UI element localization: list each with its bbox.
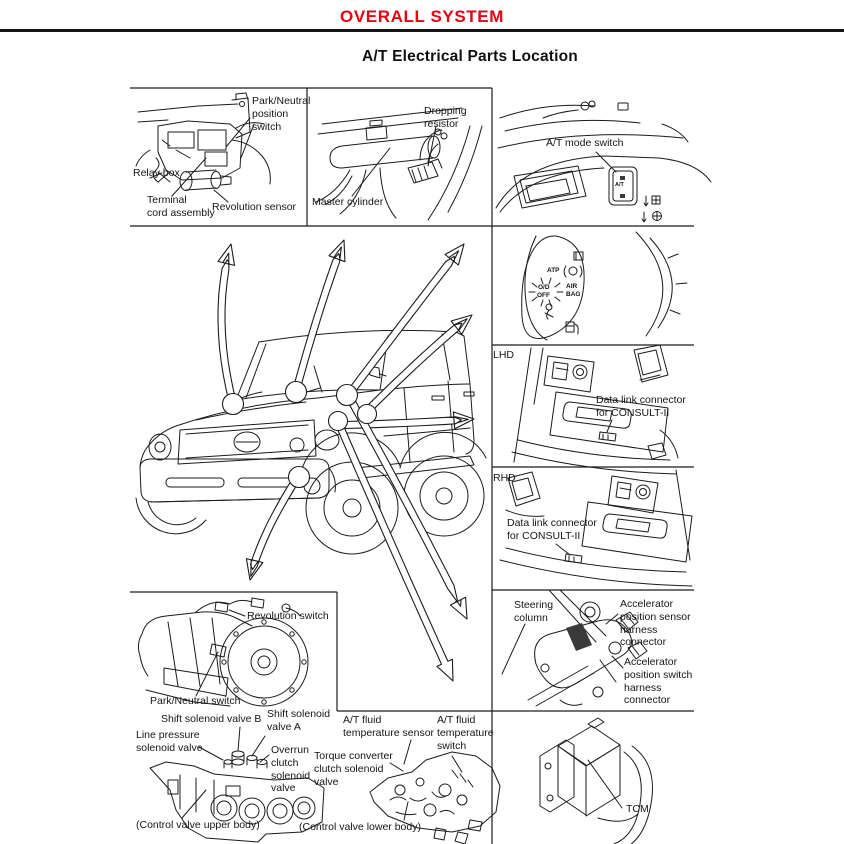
location-arrow [217, 243, 237, 405]
accel-switch-connector [627, 641, 648, 660]
location-arrow [335, 422, 454, 682]
cluster-atp-indicator: ATP [547, 267, 560, 274]
engine-bay-illustration [135, 92, 271, 203]
page-title: A/T Electrical Parts Location [362, 48, 578, 65]
label-revolution-switch: Revolution switch [247, 610, 329, 622]
header-rule [0, 29, 844, 32]
dashboard-illustration [495, 100, 712, 223]
label-dropping-resistor: Dropping resistor [424, 105, 467, 130]
cluster-bag-indicator: BAG [566, 291, 581, 298]
label-tcm: TCM [626, 803, 649, 815]
label-accel-position-switch: Accelerator position switch harness conn… [624, 656, 693, 707]
od-off-burst [528, 277, 564, 307]
car-illustration [135, 329, 487, 555]
rhd-console-illustration [499, 469, 693, 587]
label-rhd-data-link: Data link connector for CONSULT-II [507, 517, 597, 542]
label-control-valve-lower-caption: (Control valve lower body) [299, 821, 421, 833]
at-mode-switch [608, 166, 638, 206]
location-arrow [348, 399, 468, 620]
location-arrow [292, 239, 346, 393]
cluster-air-indicator: AIR [566, 283, 578, 290]
label-torque-converter-solenoid: Torque converter clutch solenoid valve [314, 750, 393, 788]
label-shift-solenoid-b: Shift solenoid valve B [161, 713, 262, 725]
seatbelt-icon [544, 303, 554, 320]
tcm-illustration [539, 717, 653, 844]
wiper-icon [641, 211, 662, 223]
label-terminal-cord-assembly: Terminal cord assembly [147, 194, 215, 219]
label-accel-position-sensor: Accelerator position sensor harness conn… [620, 598, 691, 649]
master-cylinder-illustration [315, 107, 483, 221]
label-at-fluid-temp-sensor: A/T fluid temperature sensor [343, 714, 435, 739]
label-shift-solenoid-a: Shift solenoid valve A [267, 708, 331, 733]
at-switch-face-text: A/T [615, 182, 624, 188]
lhd-data-link-connector [598, 431, 617, 442]
instrument-cluster-illustration [521, 231, 688, 341]
label-master-cylinder: Master cylinder [312, 196, 384, 208]
location-arrow [344, 411, 475, 430]
label-steering-column: Steering column [514, 599, 554, 624]
panel-borders [130, 87, 694, 844]
brake-warning-icon [563, 265, 583, 278]
door-open-icon [573, 251, 584, 261]
label-control-valve-upper-caption: (Control valve upper body) [136, 819, 260, 831]
hood-latch-icon [580, 101, 590, 111]
cluster-od-indicator: O/D [538, 284, 550, 291]
location-arrow [245, 475, 301, 581]
label-overrun-clutch-solenoid: Overrun clutch solenoid valve [271, 744, 311, 795]
label-at-fluid-temp-switch: A/T fluid temperature switch [437, 714, 494, 752]
valve-upper-illustration [149, 726, 325, 843]
label-at-mode-switch: A/T mode switch [546, 137, 624, 149]
label-line-pressure-solenoid: Line pressure solenoid valve [136, 729, 203, 754]
cluster-off-indicator: OFF [537, 292, 550, 299]
location-markers [221, 380, 378, 489]
label-park-neutral-position-switch: Park/Neutral position switch [252, 95, 311, 133]
lhd-console-illustration [511, 344, 679, 475]
accel-sensor-connector [615, 611, 639, 633]
page-header: OVERALL SYSTEM [340, 7, 504, 26]
valve-lower-illustration [369, 739, 501, 844]
label-revolution-sensor: Revolution sensor [212, 201, 297, 213]
rhd-data-link-connector [564, 553, 583, 564]
label-lhd-data-link: Data link connector for CONSULT-II [596, 394, 686, 419]
label-lhd-tag: LHD [493, 349, 515, 361]
location-arrow [346, 243, 465, 396]
location-arrow [361, 314, 473, 417]
label-rhd-tag: RHD [493, 472, 516, 484]
label-relay-box: Relay box [133, 167, 180, 179]
fuel-icon [565, 321, 579, 335]
location-arrows [217, 239, 475, 682]
label-park-neutral-switch: Park/Neutral switch [150, 695, 241, 707]
steering-column-illustration [501, 589, 648, 707]
transmission-illustration [137, 597, 309, 707]
defogger-icon [643, 195, 661, 207]
